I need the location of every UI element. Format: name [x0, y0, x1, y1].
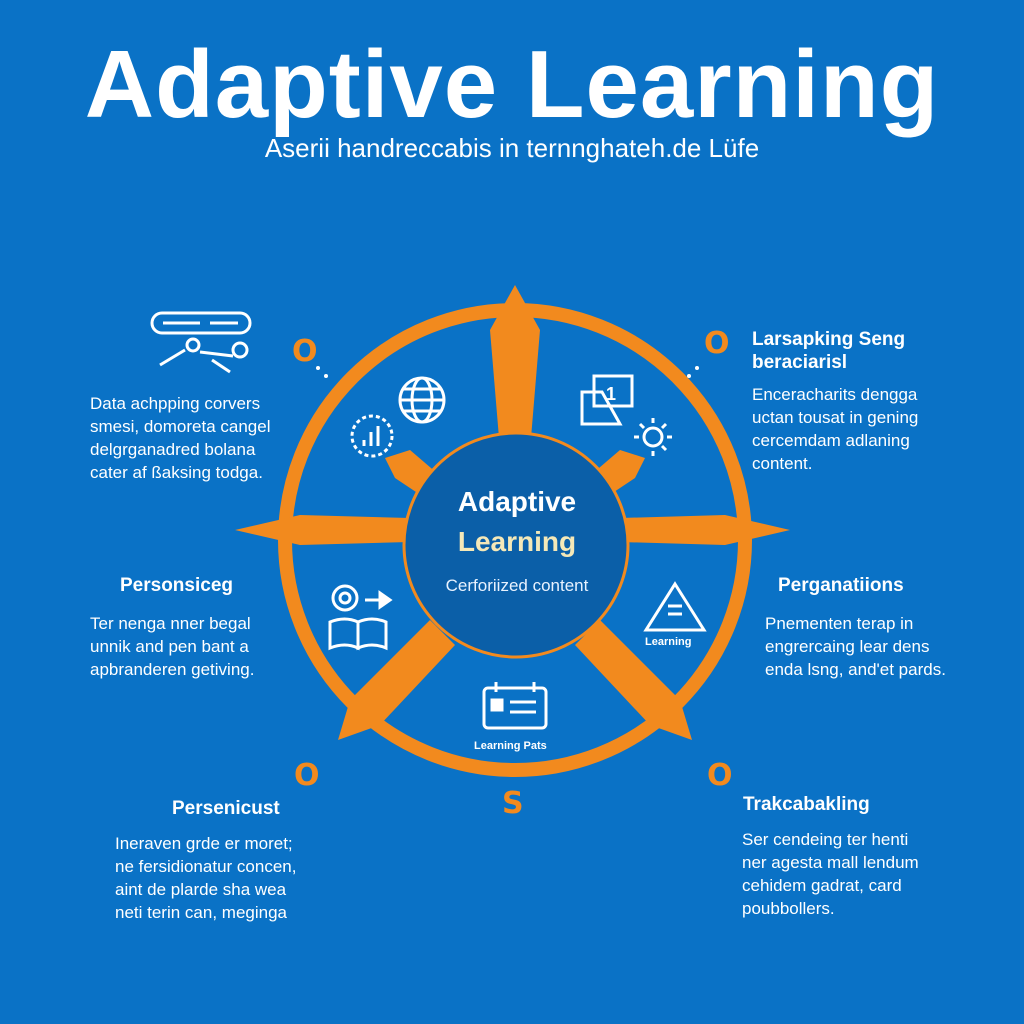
- right-block-1-body: Enceracharits dengga uctan tousat in gen…: [752, 383, 918, 475]
- svg-text:1: 1: [606, 384, 616, 404]
- spoke-left: [235, 515, 410, 545]
- right-block-3: Trakcabakling: [743, 793, 870, 832]
- right-block-3-body: Ser cendeing ter henti ner agesta mall l…: [742, 828, 919, 920]
- left-block-3: Persenicust: [172, 797, 280, 836]
- left-block-2: Personsiceg: [120, 574, 233, 613]
- left-block-1-line: smesi, domoreta cangel: [90, 417, 271, 436]
- left-block-3-line: ne fersidionatur concen,: [115, 857, 297, 876]
- hub-title-line2: Learning: [457, 526, 577, 557]
- marker-bottom-right: O: [707, 758, 733, 793]
- left-block-1-line: cater af ßaksing todga.: [90, 463, 263, 482]
- left-block-2-body: Ter nenga nner begal unnik and pen bant …: [90, 612, 254, 681]
- left-block-3-body: Ineraven grde er moret; ne fersidionatur…: [115, 832, 296, 924]
- left-block-2-heading: Personsiceg: [120, 575, 233, 596]
- right-block-3-line: cehidem gadrat, card: [742, 876, 902, 895]
- right-block-1-line: cercemdam adlaning: [752, 431, 910, 450]
- spoke-top: [490, 285, 540, 450]
- right-block-1-line: uctan tousat in gening: [752, 408, 919, 427]
- sun-icon: [634, 418, 672, 456]
- right-block-3-line: poubbollers.: [742, 899, 835, 918]
- warning-icon: [643, 581, 707, 632]
- right-block-3-heading: Trakcabakling: [743, 794, 870, 815]
- spoke-right: [620, 515, 790, 545]
- left-block-2-line: apbranderen getiving.: [90, 660, 255, 679]
- left-block-2-line: Ter nenga nner begal: [90, 614, 251, 633]
- page-title: Adaptive Learning: [84, 31, 940, 138]
- marker-bottom-left: O: [294, 758, 320, 793]
- left-block-1-line: Data achpping corvers: [90, 394, 261, 413]
- right-block-1: Larsapking Seng beraciarisl: [752, 328, 952, 382]
- spoke-lower-left: [338, 620, 455, 740]
- book-icon: [328, 617, 388, 651]
- right-block-3-line: ner agesta mall lendum: [742, 853, 919, 872]
- marker-bottom: S: [502, 786, 524, 821]
- right-block-1-heading: Larsapking Seng beraciarisl: [752, 329, 906, 373]
- left-block-1: Data achpping corvers smesi, domoreta ca…: [90, 392, 270, 484]
- right-block-1-line: Enceracharits dengga: [752, 385, 918, 404]
- globe-icon: [398, 376, 446, 424]
- right-block-2-line: enda lsng, and'et pards.: [765, 660, 946, 679]
- right-block-2-line: Pnementen terap in: [765, 614, 914, 633]
- tools-icon: [159, 337, 249, 374]
- hub-caption: Cerforiized content: [445, 576, 589, 595]
- right-block-2: Perganatiions: [778, 574, 904, 613]
- target-arrow-icon: [331, 584, 393, 612]
- leader-dots: [316, 366, 699, 378]
- right-block-1-line: content.: [752, 454, 813, 473]
- right-block-2-heading: Perganatiions: [778, 575, 904, 596]
- path-icon-label: Learning Pats: [474, 740, 547, 752]
- right-block-2-line: engrercaing lear dens: [765, 637, 930, 656]
- marker-top-right: O: [704, 326, 730, 361]
- spokes: [235, 285, 790, 740]
- marker-top-left: O: [292, 334, 318, 369]
- warning-icon-label: Learning: [645, 636, 692, 648]
- left-block-3-heading: Persenicust: [172, 798, 280, 819]
- left-block-3-line: Ineraven grde er moret;: [115, 834, 293, 853]
- page-subtitle: Aserii handreccabis in ternnghateh.de Lü…: [264, 133, 760, 163]
- map-number-icon: 1: [580, 374, 634, 426]
- hub-circle: [402, 431, 630, 659]
- left-block-1-line: delgrganadred bolana: [90, 440, 256, 459]
- right-block-3-line: Ser cendeing ter henti: [742, 830, 909, 849]
- calendar-icon: [482, 682, 548, 730]
- hub-title-line1: Adaptive: [457, 486, 577, 517]
- usb-stick-icon: [150, 311, 252, 335]
- chart-gear-icon: [350, 414, 394, 458]
- right-block-2-body: Pnementen terap in engrercaing lear dens…: [765, 612, 946, 681]
- left-block-2-line: unnik and pen bant a: [90, 637, 249, 656]
- left-block-3-line: aint de plarde sha wea: [115, 880, 287, 899]
- spoke-lower-right: [575, 620, 692, 740]
- left-block-3-line: neti terin can, meginga: [115, 903, 287, 922]
